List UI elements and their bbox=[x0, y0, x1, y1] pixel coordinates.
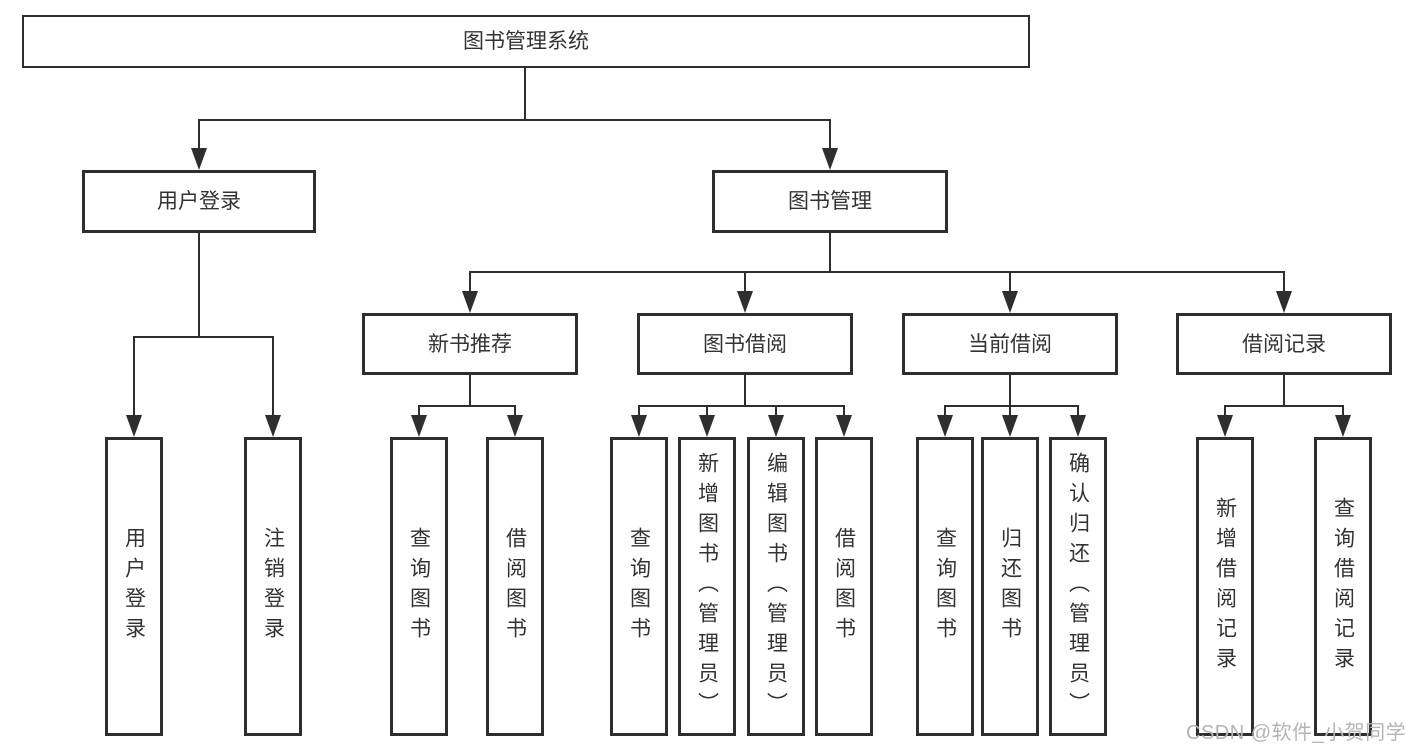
node-system-root: 图书管理系统 bbox=[22, 15, 1030, 68]
node-label: 归还图书 bbox=[998, 526, 1022, 647]
leaf-confirm-return-admin: 确认归还（管理员） bbox=[1049, 437, 1107, 736]
node-book-management: 图书管理 bbox=[712, 170, 948, 233]
node-label: 编辑图书（管理员） bbox=[764, 451, 788, 722]
leaf-query-books-recommend: 查询图书 bbox=[390, 437, 448, 736]
node-label: 新增借阅记录 bbox=[1213, 496, 1237, 677]
node-new-book-recommendation: 新书推荐 bbox=[362, 313, 578, 375]
leaf-borrow-books-recommend: 借阅图书 bbox=[486, 437, 544, 736]
leaf-add-book-admin: 新增图书（管理员） bbox=[678, 437, 736, 736]
node-book-borrowing: 图书借阅 bbox=[637, 313, 853, 375]
node-label: 查询借阅记录 bbox=[1331, 496, 1355, 677]
node-label: 查询图书 bbox=[627, 526, 651, 647]
node-label: 用户登录 bbox=[157, 190, 241, 213]
leaf-return-book: 归还图书 bbox=[981, 437, 1039, 736]
leaf-edit-book-admin: 编辑图书（管理员） bbox=[747, 437, 805, 736]
node-label: 图书管理 bbox=[788, 190, 872, 213]
node-label: 用户登录 bbox=[122, 526, 146, 647]
leaf-query-books-borrow: 查询图书 bbox=[610, 437, 668, 736]
node-label: 新书推荐 bbox=[428, 332, 512, 356]
leaf-user-login: 用户登录 bbox=[105, 437, 163, 736]
leaf-query-borrow-record: 查询借阅记录 bbox=[1314, 437, 1372, 736]
node-label: 查询图书 bbox=[933, 526, 957, 647]
node-label: 图书管理系统 bbox=[463, 30, 589, 53]
node-label: 注销登录 bbox=[261, 526, 285, 647]
leaf-logout: 注销登录 bbox=[244, 437, 302, 736]
node-label: 当前借阅 bbox=[968, 332, 1052, 356]
node-label: 确认归还（管理员） bbox=[1066, 451, 1090, 722]
node-borrowing-records: 借阅记录 bbox=[1176, 313, 1392, 375]
node-label: 图书借阅 bbox=[703, 332, 787, 356]
node-user-login: 用户登录 bbox=[82, 170, 316, 233]
leaf-query-books-current: 查询图书 bbox=[916, 437, 974, 736]
node-label: 新增图书（管理员） bbox=[695, 451, 719, 722]
node-label: 借阅记录 bbox=[1242, 332, 1326, 356]
node-label: 借阅图书 bbox=[832, 526, 856, 647]
leaf-add-borrow-record: 新增借阅记录 bbox=[1196, 437, 1254, 736]
node-label: 借阅图书 bbox=[503, 526, 527, 647]
csdn-watermark: CSDN @软件_小贺同学 bbox=[1186, 722, 1405, 744]
node-label: 查询图书 bbox=[407, 526, 431, 647]
leaf-borrow-books: 借阅图书 bbox=[815, 437, 873, 736]
node-current-borrowing: 当前借阅 bbox=[902, 313, 1118, 375]
